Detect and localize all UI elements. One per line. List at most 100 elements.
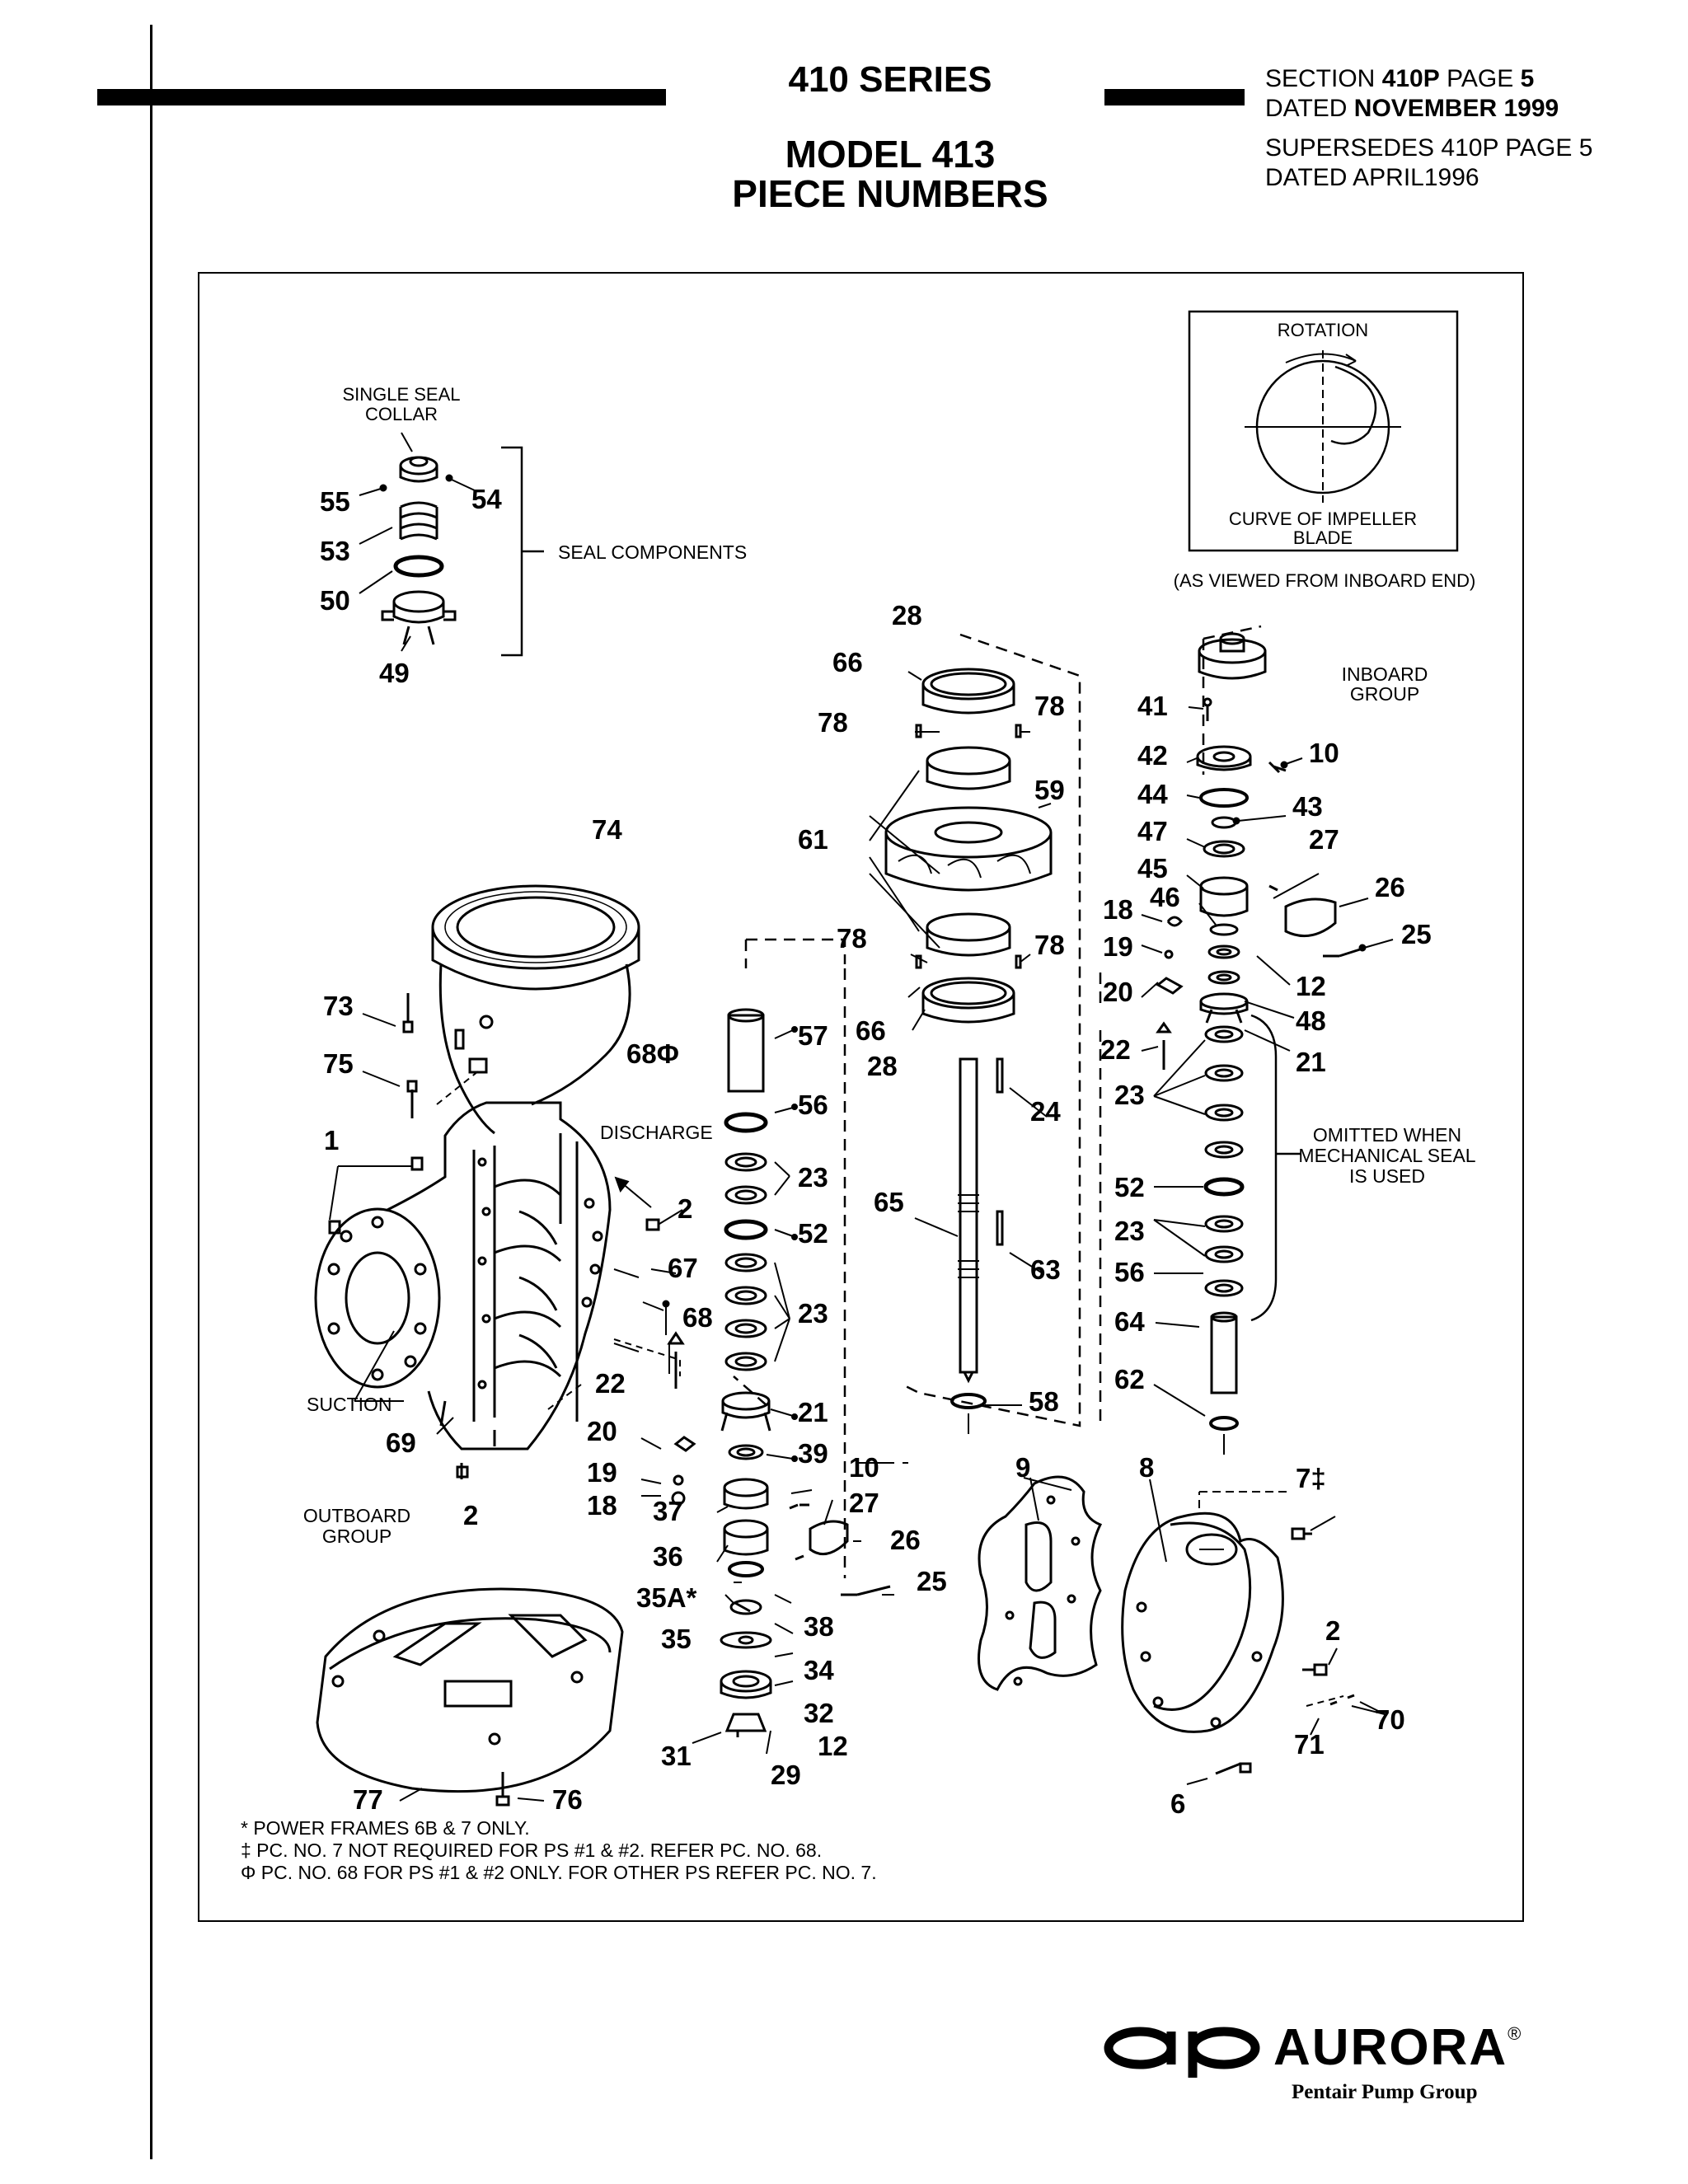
piece-label-23b: 23 bbox=[798, 1298, 828, 1329]
suction-label: SUCTION bbox=[307, 1394, 392, 1415]
single-seal-label-2: COLLAR bbox=[365, 404, 438, 424]
piece-label-10a: 10 bbox=[849, 1452, 879, 1483]
centre-leaders bbox=[640, 671, 1052, 1755]
piece-label-29: 29 bbox=[771, 1760, 801, 1790]
piece-label-52a: 52 bbox=[798, 1218, 828, 1249]
piece-label-32: 32 bbox=[804, 1698, 834, 1728]
model-title: MODEL 413 bbox=[785, 133, 996, 176]
piece-label-77: 77 bbox=[353, 1784, 383, 1815]
inboard-stack-drawing bbox=[1099, 625, 1394, 1455]
piece-label-19a: 19 bbox=[587, 1457, 617, 1488]
outboard-group-label-1: OUTBOARD bbox=[303, 1505, 410, 1526]
bracket-drawing bbox=[316, 1587, 624, 1807]
curve-label-1: CURVE OF IMPELLER bbox=[1229, 509, 1417, 529]
viewed-from-label: (AS VIEWED FROM INBOARD END) bbox=[1174, 570, 1476, 591]
piece-label-31: 31 bbox=[661, 1741, 692, 1771]
piece-label-76: 76 bbox=[552, 1784, 583, 1815]
piece-number-labels: 55 54 53 50 49 28 66 78 78 61 59 78 78 6… bbox=[320, 484, 1432, 1819]
pump-body-drawing bbox=[314, 1101, 612, 1451]
piece-label-10b: 10 bbox=[1309, 738, 1339, 768]
piece-label-57: 57 bbox=[798, 1020, 828, 1051]
piece-label-54: 54 bbox=[471, 484, 502, 514]
dated-line: DATED NOVEMBER 1999 bbox=[1265, 95, 1559, 122]
diagram-frame bbox=[198, 272, 1524, 1922]
piece-label-78a: 78 bbox=[818, 707, 848, 738]
piece-label-46: 46 bbox=[1150, 882, 1180, 912]
piece-label-34: 34 bbox=[804, 1655, 834, 1685]
section-info: SECTION 410P PAGE 5 DATED NOVEMBER 1999 … bbox=[1265, 64, 1592, 193]
header-rule-right bbox=[1104, 89, 1245, 105]
inboard-group-label-1: INBOARD bbox=[1342, 663, 1428, 685]
piece-label-45: 45 bbox=[1137, 853, 1168, 883]
piece-label-26b: 26 bbox=[1375, 872, 1405, 902]
piece-label-53: 53 bbox=[320, 536, 350, 566]
piece-label-66a: 66 bbox=[832, 647, 863, 677]
piece-label-37: 37 bbox=[653, 1496, 683, 1526]
piece-label-62: 62 bbox=[1114, 1364, 1145, 1394]
outboard-group-label-2: GROUP bbox=[322, 1526, 392, 1547]
single-seal-label-1: SINGLE SEAL bbox=[342, 384, 460, 405]
piece-label-18a: 18 bbox=[587, 1490, 617, 1521]
piece-label-12b: 12 bbox=[1296, 971, 1326, 1001]
piece-label-43: 43 bbox=[1292, 791, 1323, 822]
piece-label-49: 49 bbox=[379, 658, 410, 688]
rotation-diagram: ROTATION CURVE OF IMPELLER BLADE bbox=[1188, 310, 1459, 552]
piece-label-68phi: 68Φ bbox=[626, 1038, 679, 1069]
piece-label-25a: 25 bbox=[917, 1566, 947, 1596]
section-line: SECTION 410P PAGE 5 bbox=[1265, 65, 1535, 92]
piece-label-74: 74 bbox=[592, 814, 622, 845]
casing-bolts bbox=[362, 993, 479, 1118]
series-title: 410 SERIES bbox=[788, 59, 992, 100]
rotation-label: ROTATION bbox=[1278, 320, 1368, 340]
piece-label-55: 55 bbox=[320, 486, 350, 517]
piece-label-23a: 23 bbox=[798, 1162, 828, 1193]
piece-label-63: 63 bbox=[1030, 1254, 1061, 1285]
ap-logo-mark bbox=[1104, 2027, 1260, 2078]
piece-label-35: 35 bbox=[661, 1624, 692, 1654]
piece-label-71: 71 bbox=[1294, 1729, 1325, 1760]
piece-label-59: 59 bbox=[1034, 775, 1065, 805]
seal-components-label: SEAL COMPONENTS bbox=[558, 541, 747, 563]
piece-label-39: 39 bbox=[798, 1438, 828, 1469]
footnote-pc68: Φ PC. NO. 68 FOR PS #1 & #2 ONLY. FOR OT… bbox=[241, 1862, 877, 1883]
piece-label-1: 1 bbox=[324, 1125, 339, 1155]
piece-label-64: 64 bbox=[1114, 1306, 1145, 1337]
piece-label-42: 42 bbox=[1137, 740, 1168, 771]
brand-name: AURORA® bbox=[1273, 2019, 1522, 2076]
piece-label-67: 67 bbox=[668, 1253, 698, 1283]
piece-label-56a: 56 bbox=[798, 1090, 828, 1120]
piece-label-6: 6 bbox=[1170, 1788, 1185, 1819]
seal-components-group: SINGLE SEAL COLLAR SEAL COMPONENTS bbox=[342, 384, 747, 657]
piece-label-22b: 22 bbox=[1100, 1034, 1131, 1065]
piece-label-35a: 35A* bbox=[636, 1582, 697, 1613]
piece-label-78d: 78 bbox=[1034, 930, 1065, 960]
bearing-frame-drawing bbox=[978, 1475, 1386, 1785]
outboard-stack-drawing bbox=[667, 938, 891, 1737]
piece-label-73: 73 bbox=[323, 991, 354, 1021]
piece-label-20a: 20 bbox=[587, 1416, 617, 1446]
piece-label-2c: 2 bbox=[1325, 1615, 1340, 1646]
piece-label-21a: 21 bbox=[798, 1397, 828, 1427]
piece-label-70: 70 bbox=[1375, 1704, 1405, 1735]
piece-label-28a: 28 bbox=[892, 600, 922, 630]
body-leaders bbox=[328, 1156, 683, 1479]
piece-label-23c: 23 bbox=[1114, 1080, 1145, 1110]
supersedes-dated-line: DATED APRIL1996 bbox=[1265, 164, 1479, 191]
group-labels: INBOARD GROUP OUTBOARD GROUP DISCHARGE S… bbox=[303, 663, 1476, 1547]
piece-label-69: 69 bbox=[386, 1427, 416, 1458]
piece-label-65: 65 bbox=[874, 1187, 904, 1217]
piece-label-21b: 21 bbox=[1296, 1047, 1326, 1077]
piece-label-23d: 23 bbox=[1114, 1216, 1145, 1246]
piece-label-19b: 19 bbox=[1103, 931, 1133, 962]
piece-label-48: 48 bbox=[1296, 1005, 1326, 1036]
piece-label-50: 50 bbox=[320, 585, 350, 616]
piece-label-22a: 22 bbox=[595, 1368, 626, 1399]
piece-label-2a: 2 bbox=[678, 1193, 692, 1224]
piece-label-7-ddagger: 7‡ bbox=[1296, 1463, 1326, 1493]
piece-label-24: 24 bbox=[1030, 1096, 1061, 1127]
omitted-label-2: MECHANICAL SEAL bbox=[1298, 1145, 1475, 1166]
footnotes: * POWER FRAMES 6B & 7 ONLY. ‡ PC. NO. 7 … bbox=[241, 1817, 877, 1884]
header-rule-left bbox=[97, 89, 666, 105]
piece-label-41: 41 bbox=[1137, 691, 1168, 721]
